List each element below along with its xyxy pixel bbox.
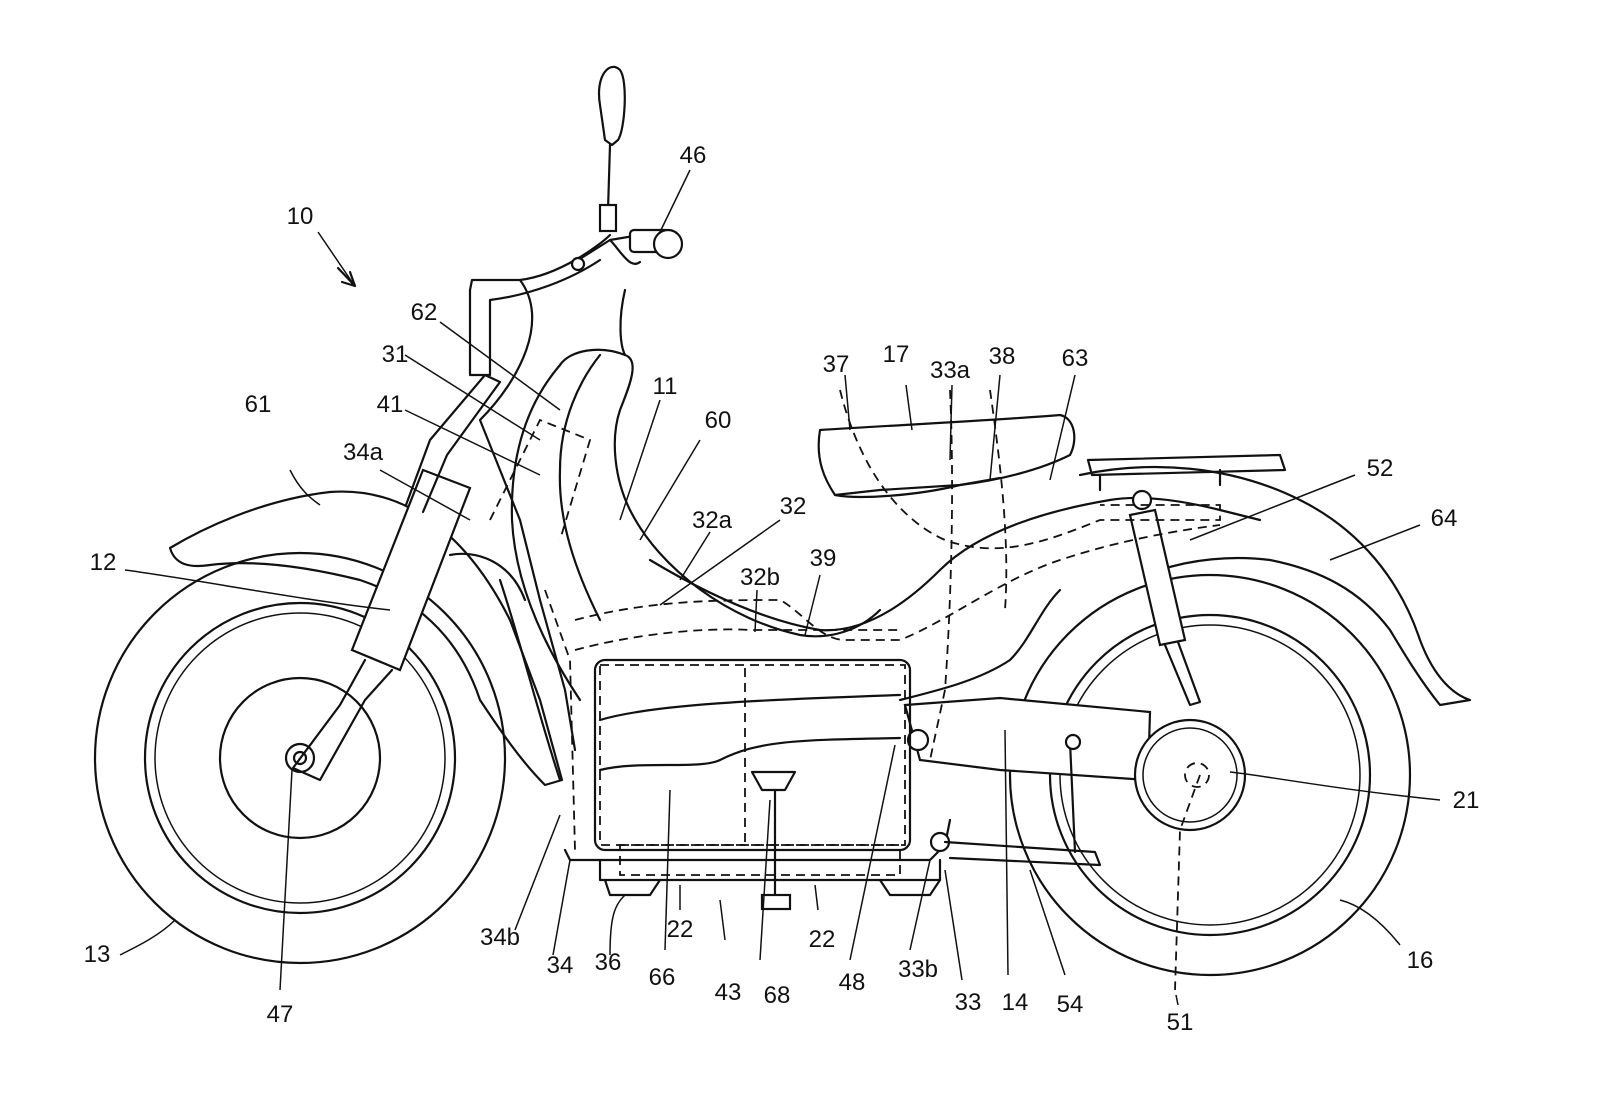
label-11: 11	[653, 373, 678, 400]
rear-carrier	[1086, 453, 1287, 492]
label-16: 16	[1407, 947, 1434, 974]
label-38: 38	[989, 343, 1016, 370]
label-60: 60	[705, 407, 732, 434]
reference-labels: 10 46 62 31 41 61 34a 11 60 12 37 17 33a…	[84, 142, 1480, 1036]
label-10: 10	[287, 203, 314, 230]
label-43: 43	[715, 979, 742, 1006]
rear-fender	[1078, 465, 1472, 707]
rear-wheel	[1008, 573, 1412, 977]
label-32: 32	[780, 493, 807, 520]
label-34: 34	[547, 952, 574, 979]
label-34a: 34a	[343, 439, 384, 466]
label-21: 21	[1453, 787, 1480, 814]
front-fender	[168, 490, 564, 787]
front-wheel	[93, 551, 507, 965]
rear-shock	[1128, 489, 1202, 707]
front-fork	[291, 373, 502, 782]
label-54: 54	[1057, 991, 1084, 1018]
label-46: 46	[680, 142, 707, 169]
leader-lines	[119, 169, 1441, 1006]
label-22b: 22	[809, 926, 836, 953]
arrow-10	[336, 266, 357, 288]
label-51: 51	[1167, 1009, 1194, 1036]
label-48: 48	[839, 969, 866, 996]
label-14: 14	[1002, 989, 1029, 1016]
label-37: 37	[823, 351, 850, 378]
label-68: 68	[764, 982, 791, 1009]
label-63: 63	[1062, 345, 1089, 372]
under-frame	[563, 733, 1102, 911]
label-17: 17	[883, 341, 910, 368]
battery-box	[593, 658, 912, 852]
label-62: 62	[411, 299, 438, 326]
label-13: 13	[84, 941, 111, 968]
label-52: 52	[1367, 455, 1394, 482]
label-66: 66	[649, 964, 676, 991]
label-12: 12	[90, 549, 117, 576]
handlebar	[570, 65, 684, 272]
label-32a: 32a	[692, 507, 733, 534]
label-64: 64	[1431, 505, 1458, 532]
label-47: 47	[267, 1001, 294, 1028]
hidden-frame	[489, 389, 1221, 991]
label-41: 41	[377, 391, 404, 418]
label-33a: 33a	[930, 357, 971, 384]
seat	[817, 413, 1076, 497]
label-33: 33	[955, 989, 982, 1016]
swing-arm	[903, 696, 1247, 832]
label-61: 61	[245, 391, 272, 418]
label-22: 22	[667, 916, 694, 943]
label-36: 36	[595, 949, 622, 976]
label-32b: 32b	[740, 564, 780, 591]
label-39: 39	[810, 545, 837, 572]
label-31: 31	[382, 341, 409, 368]
label-34b: 34b	[480, 924, 520, 951]
label-33b: 33b	[898, 956, 938, 983]
